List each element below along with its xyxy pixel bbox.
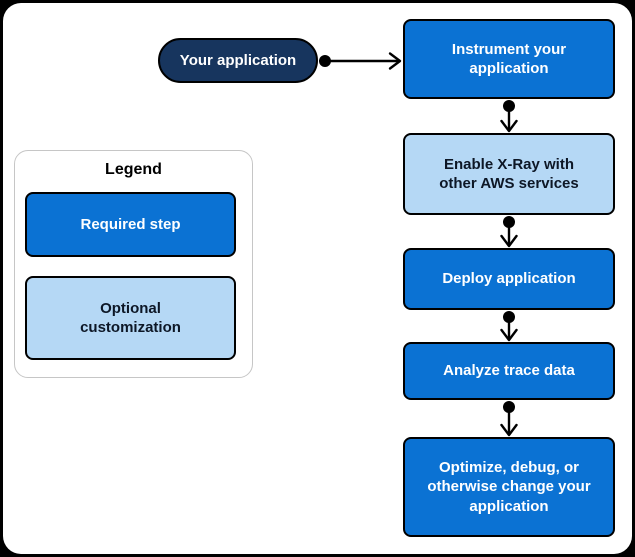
node-enable-xray-services: Enable X-Ray with other AWS services	[403, 133, 615, 215]
node-label: Optimize, debug, or otherwise change you…	[427, 458, 591, 515]
node-instrument-application: Instrument your application	[403, 19, 615, 99]
node-label: Your application	[179, 51, 297, 69]
node-label: Enable X-Ray with other AWS services	[439, 155, 579, 193]
node-your-application: Your application	[158, 38, 318, 83]
node-label: Instrument your application	[451, 40, 567, 78]
legend-panel: Legend Required step Optional customizat…	[14, 150, 253, 378]
legend-item-label: Required step	[80, 215, 181, 233]
node-label: Analyze trace data	[443, 362, 575, 380]
node-optimize-debug-change: Optimize, debug, or otherwise change you…	[403, 437, 615, 537]
node-label: Deploy application	[442, 270, 576, 288]
legend-item-required-step: Required step	[25, 192, 236, 257]
legend-item-label: Optional customization	[80, 299, 181, 337]
legend-item-optional-customization: Optional customization	[25, 276, 236, 360]
legend-title: Legend	[105, 161, 162, 178]
node-deploy-application: Deploy application	[403, 248, 615, 310]
node-analyze-trace-data: Analyze trace data	[403, 342, 615, 400]
